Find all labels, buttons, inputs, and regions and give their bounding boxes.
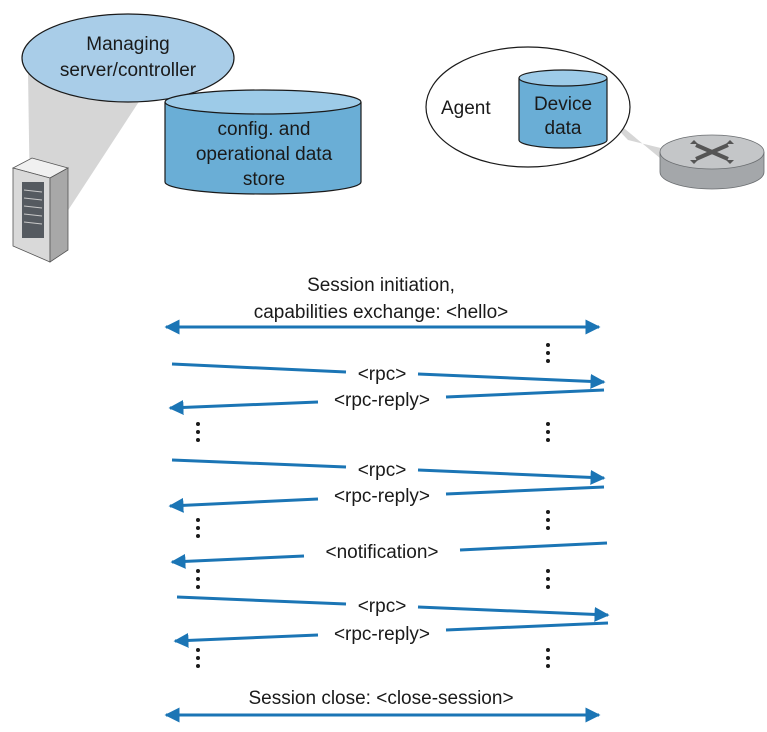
device-data-label-line2: data [545,118,582,139]
rpc-arrow-2-a [171,458,347,469]
device-data-label-line1: Device [534,94,592,115]
ellipsis-dots [196,343,550,668]
notification-arrow-a [459,541,608,552]
message-sequence [164,319,610,723]
agent-dots-4 [546,569,550,589]
router-icon [659,134,765,190]
rpc-label-3: <rpc> [358,596,407,617]
datastore-label-line3: store [243,169,285,190]
rpc-reply-arrow-1-a [445,388,605,399]
device-data-cylinder [518,69,608,149]
rpc-label-1: <rpc> [358,364,407,385]
datastore-cylinder [164,89,362,195]
manager-dots-3 [196,518,200,538]
rpc-reply-arrow-1-b [168,399,319,415]
managing-server-label-line2: server/controller [60,60,197,81]
manager-dots-2 [196,422,200,442]
notification-arrow-b [170,553,305,569]
agent-label: Agent [441,98,491,119]
rpc-arrow-3-b [417,605,610,622]
agent-dots-1 [546,343,550,363]
rpc-arrow-1-a [171,362,347,374]
rpc-reply-arrow-3-b [173,632,319,648]
manager-dots-4 [196,569,200,589]
hello-label-line2: capabilities exchange: <hello> [254,302,509,323]
hello-label-line1: Session initiation, [307,275,455,296]
managing-server-label-line1: Managing [86,34,169,55]
rpc-arrow-2-b [417,468,606,485]
agent-dots-2 [546,422,550,442]
manager-group: Managing server/controller config. and o… [11,13,362,263]
notification-label: <notification> [325,542,438,563]
rpc-reply-arrow-2-b [168,497,319,513]
rpc-arrow-1-b [417,372,606,389]
managing-server-ellipse [21,13,235,103]
rpc-reply-arrow-2-a [445,485,605,496]
rpc-reply-arrow-3-a [445,621,609,632]
agent-dots-5 [546,648,550,668]
server-tower-icon [11,157,70,263]
agent-group: Agent Device data [425,46,765,190]
message-labels: Session initiation, capabilities exchang… [248,275,513,709]
agent-dots-3 [546,510,550,530]
rpc-arrow-3-a [176,595,347,606]
manager-dots-5 [196,648,200,668]
datastore-label-line1: config. and [218,119,311,140]
rpc-label-2: <rpc> [358,460,407,481]
rpc-reply-label-1: <rpc-reply> [334,390,430,411]
rpc-reply-label-3: <rpc-reply> [334,624,430,645]
close-session-label: Session close: <close-session> [248,688,513,709]
rpc-reply-label-2: <rpc-reply> [334,486,430,507]
datastore-label-line2: operational data [196,144,333,165]
